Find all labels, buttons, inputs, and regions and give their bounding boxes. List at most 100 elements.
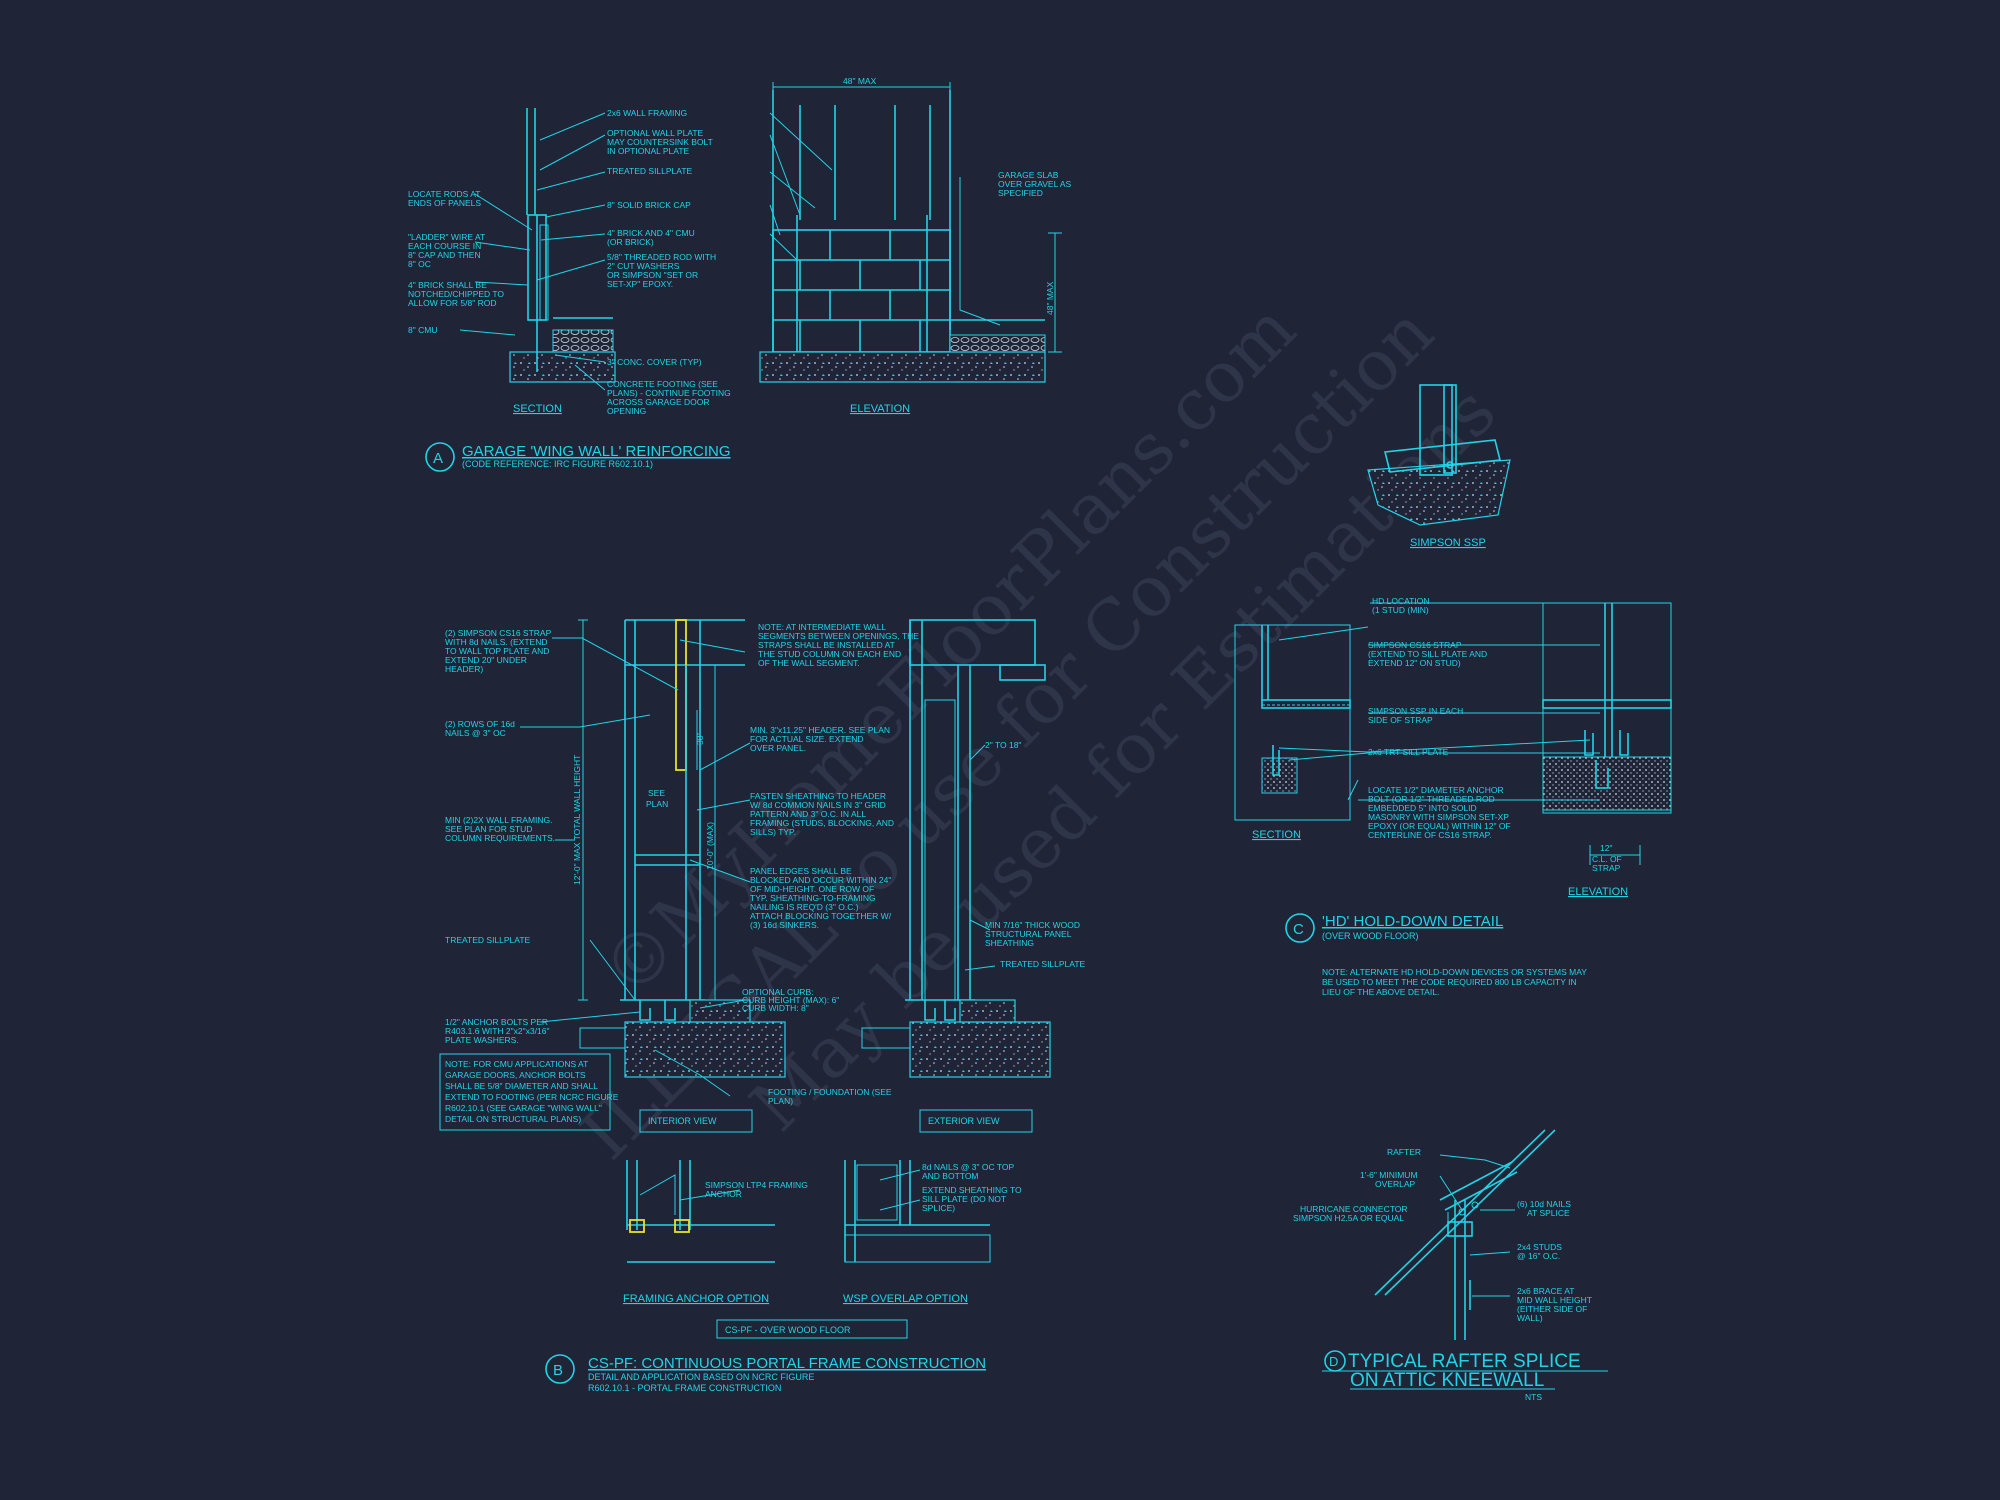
note: ACROSS GARAGE DOOR (607, 397, 710, 407)
note: MID WALL HEIGHT (1517, 1295, 1592, 1305)
brick-courses (772, 229, 951, 353)
note: SEGMENTS BETWEEN OPENINGS, THE (758, 631, 919, 641)
note: CENTERLINE OF CS16 STRAP. (1368, 830, 1492, 840)
note: EMBEDDED 5" INTO SOLID (1368, 803, 1477, 813)
note: EXTEND 20" UNDER (445, 655, 527, 665)
note: SHEATHING (985, 938, 1034, 948)
note: HD LOCATION (1372, 596, 1429, 606)
note: 4" BRICK SHALL BE (408, 280, 487, 290)
note-box (439, 1053, 611, 1131)
detail-marker: A (433, 450, 443, 467)
note: LIEU OF THE ABOVE DETAIL. (1322, 987, 1439, 997)
detail-subtitle: (OVER WOOD FLOOR) (1322, 931, 1419, 941)
detail-b-exterior-view (861, 619, 1051, 1078)
note: OF THE WALL SEGMENT. (758, 658, 860, 668)
detail-c-elevation-drawing: ELEVATION (1542, 602, 1672, 898)
note: LOCATE RODS AT (408, 189, 480, 199)
detail-d-title-block: D TYPICAL RAFTER SPLICE ON ATTIC KNEEWAL… (1322, 1350, 1608, 1402)
note: OPTIONAL CURB: (742, 987, 813, 997)
detail-a-section-drawing (509, 108, 616, 383)
note: PATTERN AND 3" O.C. IN ALL (750, 809, 866, 819)
note: OPENING (607, 406, 646, 416)
note: PANEL EDGES SHALL BE (750, 866, 852, 876)
note: PLATE WASHERS. (445, 1035, 519, 1045)
detail-title: TYPICAL RAFTER SPLICE (1348, 1351, 1581, 1372)
simpson-ssp-label: SIMPSON SSP (1410, 537, 1486, 549)
detail-marker: C (1293, 921, 1304, 938)
note: FRAMING (STUDS, BLOCKING, AND (750, 818, 894, 828)
note: 2x4 STUDS (1517, 1242, 1562, 1252)
note: @ 16" O.C. (1517, 1251, 1560, 1261)
note: SET-XP" EPOXY. (607, 279, 673, 289)
note: GARAGE DOORS, ANCHOR BOLTS (445, 1070, 586, 1080)
note: MASONRY WITH SIMPSON SET-XP (1368, 812, 1509, 822)
detail-b-bottom-details (626, 1160, 991, 1263)
note: BOLT (OR 1/2" THREADED ROD (1368, 794, 1495, 804)
detail-a-circle (425, 442, 455, 472)
note: STRUCTURAL PANEL (985, 929, 1072, 939)
detail-b-interior-view (578, 619, 786, 1078)
interior-view-label: INTERIOR VIEW (648, 1116, 717, 1126)
note: (EITHER SIDE OF (1517, 1304, 1587, 1314)
framing-anchor-option-label: FRAMING ANCHOR OPTION (623, 1293, 769, 1305)
note: EACH COURSE IN (408, 241, 481, 251)
note: WITH 8d NAILS. (EXTEND (445, 637, 548, 647)
interior-view-box (639, 1109, 753, 1133)
note: SPECIFIED (998, 188, 1043, 198)
note: NOTCHED/CHIPPED TO (408, 289, 504, 299)
note: NOTE: ALTERNATE HD HOLD-DOWN DEVICES OR … (1322, 967, 1587, 977)
note: 5/8" THREADED ROD WITH (607, 252, 716, 262)
detail-d-leaders (1439, 1154, 1515, 1297)
note: SIMPSON CS16 STRAP (1368, 640, 1462, 650)
note: NAILS @ 3" OC (445, 728, 506, 738)
note: SIMPSON H2.5A OR EQUAL (1293, 1213, 1404, 1223)
detail-c-leaders (1278, 602, 1600, 801)
note: TREATED SILLPLATE (1000, 959, 1086, 969)
note: THE STUD COLUMN ON EACH END (758, 649, 901, 659)
detail-title: CS-PF: CONTINUOUS PORTAL FRAME CONSTRUCT… (588, 1355, 986, 1372)
note: HURRICANE CONNECTOR (1300, 1204, 1408, 1214)
dimension-label: 48" MAX (1045, 281, 1055, 315)
cs-pf-box-label: CS-PF - OVER WOOD FLOOR (725, 1325, 851, 1335)
note: NOTE: FOR CMU APPLICATIONS AT (445, 1059, 588, 1069)
note: EXTEND SHEATHING TO (922, 1185, 1022, 1195)
exterior-view-box (919, 1109, 1033, 1133)
note: 2" CUT WASHERS (607, 261, 680, 271)
section-label: SECTION (1252, 829, 1301, 841)
note: ATTACH BLOCKING TOGETHER W/ (750, 911, 892, 921)
note: ALLOW FOR 5/8" ROD (408, 298, 497, 308)
note: CONCRETE FOOTING (SEE (607, 379, 718, 389)
note: OPTIONAL WALL PLATE (607, 128, 704, 138)
note: SIMPSON SSP IN EACH (1368, 706, 1463, 716)
note: EXTEND TO FOOTING (PER NCRC FIGURE (445, 1092, 619, 1102)
note: SEE (648, 788, 665, 798)
note: NOTE: AT INTERMEDIATE WALL (758, 622, 886, 632)
note: (3) 16d SINKERS. (750, 920, 819, 930)
note: CURB WIDTH: 8" (742, 1003, 809, 1013)
detail-marker: D (1329, 1354, 1338, 1369)
note: 8" CAP AND THEN (408, 250, 481, 260)
note: PLANS) - CONTINUE FOOTING (607, 388, 731, 398)
note: "LADDER" WIRE AT (408, 232, 485, 242)
note: 2x6 TRT SILL PLATE (1368, 747, 1449, 757)
elevation-label: ELEVATION (1568, 886, 1628, 898)
detail-subtitle: (CODE REFERENCE: IRC FIGURE R602.10.1) (462, 459, 653, 469)
cs16-strap (675, 619, 687, 771)
detail-a-elevation-drawing (759, 82, 1062, 383)
note: 1/2" ANCHOR BOLTS PER (445, 1017, 548, 1027)
detail-c-circle (1285, 913, 1315, 943)
note: ENDS OF PANELS (408, 198, 481, 208)
note: MIN (2)2X WALL FRAMING. (445, 815, 553, 825)
note: EPOXY (OR EQUAL) WITHIN 12" OF (1368, 821, 1511, 831)
detail-title: 'HD' HOLD-DOWN DETAIL (1322, 913, 1503, 930)
dimension-label: 2" TO 18" (985, 740, 1021, 750)
detail-c-title-block: C 'HD' HOLD-DOWN DETAIL (OVER WOOD FLOOR… (1285, 913, 1587, 997)
note: R602.10.1 (SEE GARAGE "WING WALL" (445, 1103, 602, 1113)
note: IN OPTIONAL PLATE (607, 146, 690, 156)
note: MAY COUNTERSINK BOLT (607, 137, 713, 147)
detail-subtitle: DETAIL AND APPLICATION BASED ON NCRC FIG… (588, 1372, 814, 1382)
note: FASTEN SHEATHING TO HEADER (750, 791, 886, 801)
detail-b-title-block: B CS-PF: CONTINUOUS PORTAL FRAME CONSTRU… (545, 1354, 986, 1393)
note: 8d NAILS @ 3" OC TOP (922, 1162, 1014, 1172)
